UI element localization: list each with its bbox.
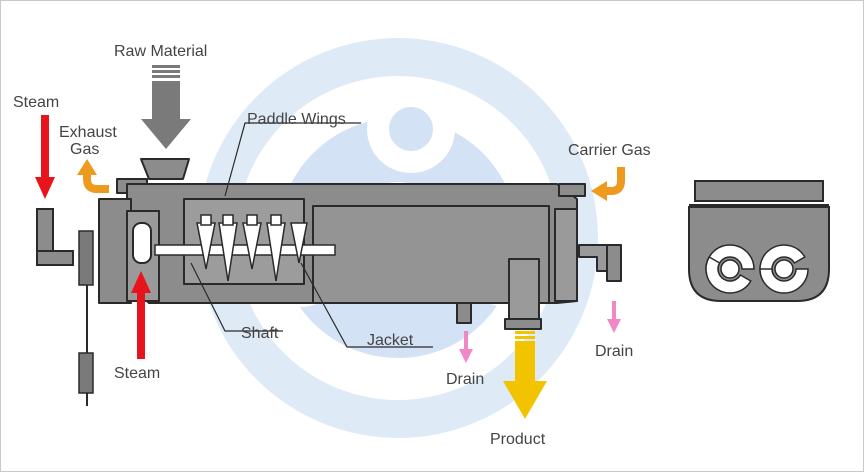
drain-right-label: Drain — [595, 343, 634, 360]
paddle-wings-label: Paddle Wings — [247, 111, 346, 128]
drain-arrow-right — [607, 301, 621, 333]
carrier-gas-label: Carrier Gas — [568, 142, 651, 159]
carrier-gas-arrow — [591, 167, 625, 201]
raw-material-arrow — [141, 65, 191, 149]
drain-center-label: Drain — [446, 371, 485, 388]
exhaust-gas-label-line1: Exhaust — [59, 124, 117, 141]
jacket-label: Jacket — [367, 332, 414, 349]
steam-arrow-left — [35, 115, 55, 199]
exhaust-gas-arrow — [77, 159, 109, 193]
rotary-joint — [78, 230, 94, 406]
leader-lines — [190, 122, 433, 348]
shaft — [154, 244, 336, 256]
cross-section-view — [688, 180, 830, 302]
steam-arrow-bottom — [131, 271, 151, 359]
steam-left-label: Steam — [13, 94, 60, 111]
steam-bottom-label: Steam — [114, 365, 161, 382]
raw-material-label: Raw Material — [114, 43, 208, 60]
drain-arrow-center — [459, 331, 473, 363]
exhaust-gas-label-line2: Gas — [70, 141, 100, 158]
shaft-label: Shaft — [241, 325, 279, 342]
product-label: Product — [490, 431, 546, 448]
steam-inlet-pipe — [36, 208, 74, 266]
dryer-body — [98, 158, 622, 330]
paddle-wings — [196, 214, 308, 282]
product-arrow — [503, 331, 547, 419]
